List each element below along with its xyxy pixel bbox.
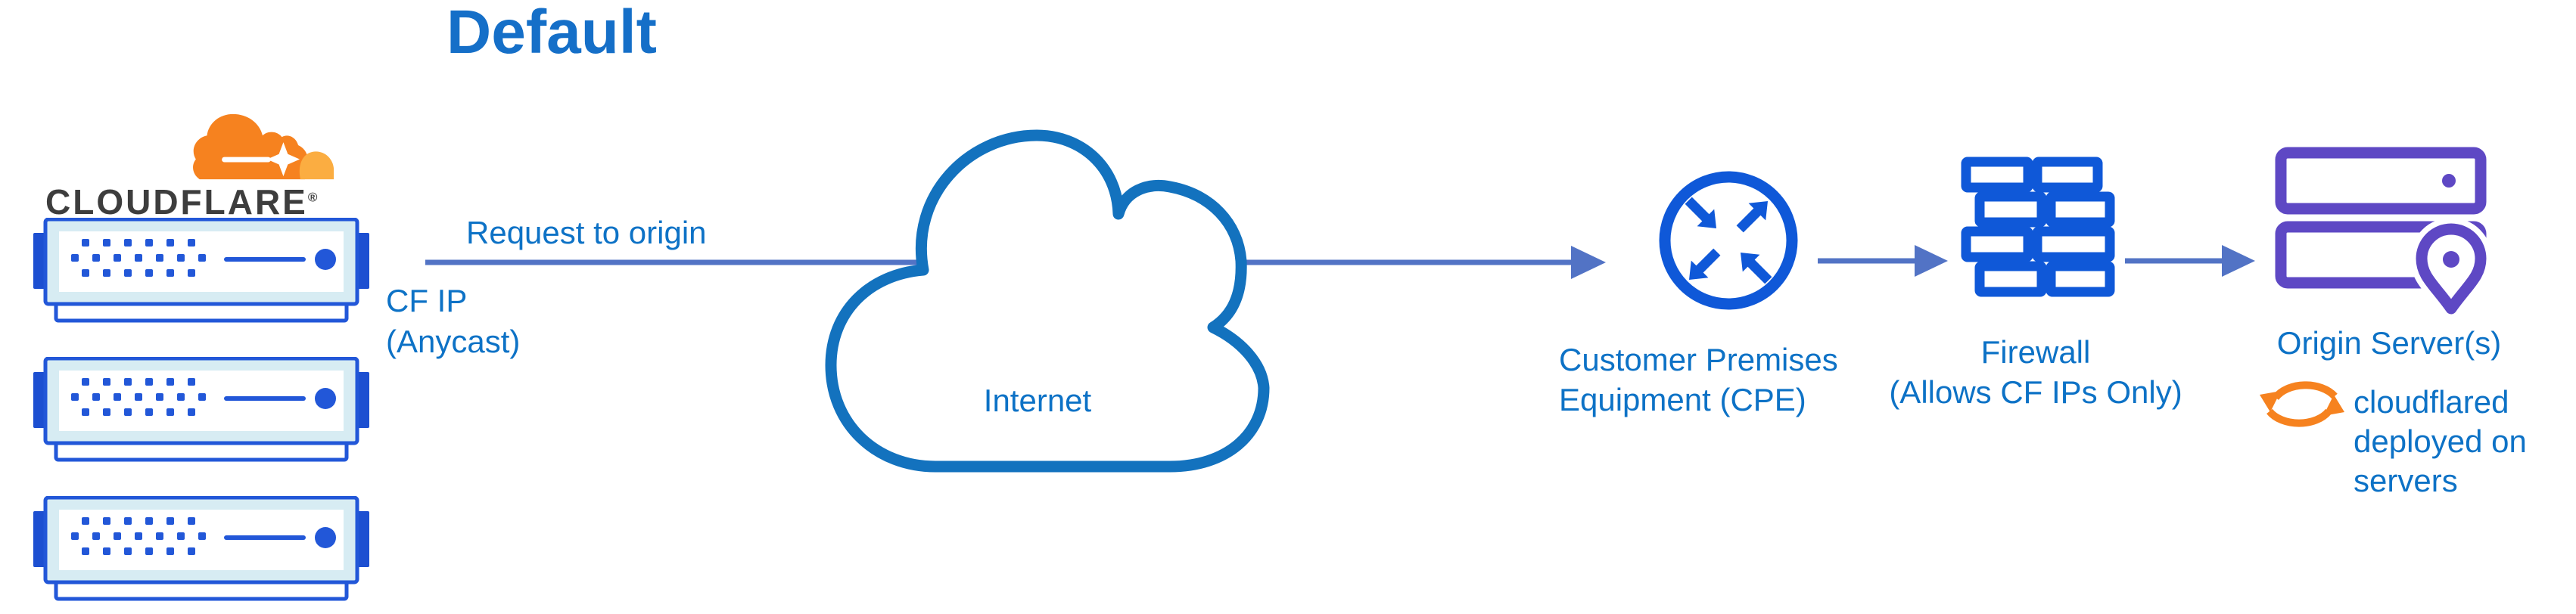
cloudflared-note-line3: servers bbox=[2354, 463, 2458, 498]
cloudflared-note-line1: cloudflared bbox=[2354, 384, 2509, 420]
firewall-label-line2: (Allows CF IPs Only) bbox=[1889, 374, 2182, 410]
origin-servers-icon bbox=[2275, 147, 2492, 316]
cloudflare-wordmark-text: CLOUDFLARE bbox=[45, 182, 308, 222]
sync-icon bbox=[2260, 381, 2344, 427]
cloudflare-server-icon bbox=[33, 218, 369, 324]
firewall-label-line1: Firewall bbox=[1980, 334, 2091, 370]
cloudflare-wordmark: CLOUDFLARE® bbox=[45, 181, 317, 222]
cloudflare-logo-icon bbox=[193, 113, 334, 180]
registered-mark: ® bbox=[307, 190, 318, 205]
internet-label: Internet bbox=[983, 383, 1092, 418]
internet-cloud-icon bbox=[825, 129, 1270, 473]
cpe-router-icon bbox=[1659, 171, 1798, 310]
diagram-title: Default bbox=[446, 0, 657, 67]
cpe-to-firewall-arrow bbox=[1818, 245, 1948, 277]
cloudflare-server-icon bbox=[33, 357, 369, 463]
anycast-label: (Anycast) bbox=[386, 324, 521, 359]
firewall-to-origin-arrow bbox=[2125, 245, 2255, 277]
cpe-label-line1: Customer Premises bbox=[1559, 342, 1838, 377]
cloudflared-note-line2: deployed on bbox=[2354, 423, 2527, 459]
origin-servers-label: Origin Server(s) bbox=[2276, 325, 2502, 361]
cloudflare-server-icon bbox=[33, 496, 369, 602]
location-pin-icon bbox=[2410, 218, 2492, 316]
firewall-icon bbox=[1961, 157, 2115, 297]
request-to-origin-label: Request to origin bbox=[466, 215, 707, 250]
cf-ip-label: CF IP bbox=[386, 283, 468, 318]
cpe-label-line2: Equipment (CPE) bbox=[1559, 382, 1806, 417]
